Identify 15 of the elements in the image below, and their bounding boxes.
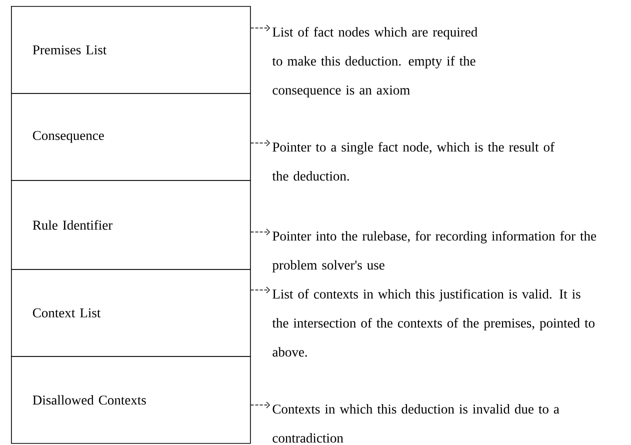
arrow [250, 402, 270, 408]
description-text: Pointer into the rulebase, for recording information for the problem solver's use [272, 231, 596, 272]
arrow [250, 228, 270, 236]
description-text: Contexts in which this deduction is invalid due to a contradiction [272, 404, 560, 443]
arrow [250, 140, 270, 146]
arrow [250, 24, 270, 32]
field-box: Rule Identifier [11, 180, 251, 270]
description-text: List of fact nodes which are required to make this deduction. empty if the consequence is an axiom [272, 27, 478, 98]
description-text: Pointer to a single fact node, which is the result of the deduction. [272, 142, 555, 181]
field-box: Disallowed Contexts [11, 356, 251, 444]
description-text: List of contexts in which this justification is valid. It is the intersection of the contexts of the premises, pointed to above. [272, 289, 595, 357]
field-box: Premises List [11, 6, 251, 94]
field-box: Context List [11, 269, 251, 357]
arrow [250, 286, 270, 294]
field-box: Consequence [11, 93, 251, 181]
